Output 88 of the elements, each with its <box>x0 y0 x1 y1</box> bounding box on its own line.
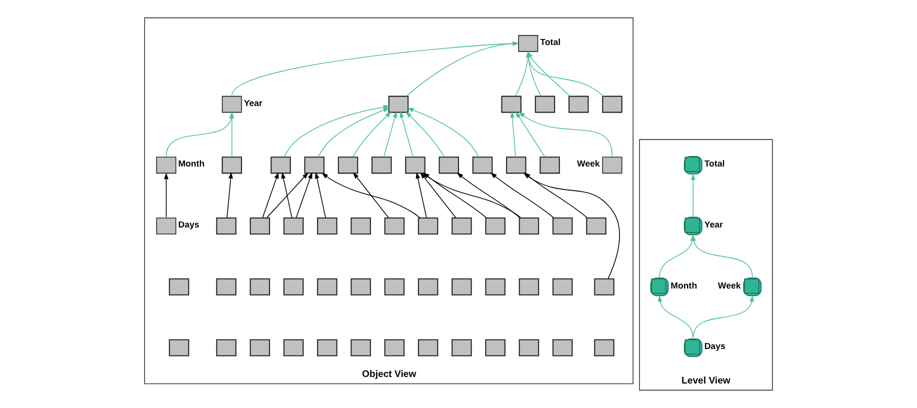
arrow <box>296 172 312 218</box>
node-box <box>283 218 304 235</box>
arrow <box>690 174 696 217</box>
node-box <box>518 218 540 235</box>
node-box <box>283 278 304 296</box>
arrow <box>262 172 279 218</box>
node-box <box>452 339 472 356</box>
node-label: Month <box>670 280 698 290</box>
arrow <box>407 108 480 158</box>
arrow <box>266 172 308 218</box>
node-box <box>452 278 472 296</box>
node-box <box>250 218 270 235</box>
node-label: Week <box>718 280 741 290</box>
arrow <box>226 172 233 218</box>
arrow <box>281 172 292 218</box>
node-label: Total <box>704 158 725 169</box>
arrow <box>352 112 392 158</box>
node-box <box>317 339 338 356</box>
arrow <box>400 111 414 158</box>
node-box <box>222 156 242 174</box>
node-box <box>338 156 358 174</box>
node-label: Total <box>540 36 561 47</box>
arrow <box>406 41 519 97</box>
arrow <box>416 172 427 218</box>
arrow <box>284 104 390 158</box>
node-box <box>540 156 560 174</box>
node-box <box>388 96 409 113</box>
node-label: Month <box>178 158 205 169</box>
node-box <box>586 218 606 235</box>
node-box <box>216 339 236 356</box>
arrow <box>322 172 420 218</box>
node-box <box>350 218 371 235</box>
node-box <box>552 218 573 235</box>
node-box <box>594 278 614 296</box>
arrow <box>510 111 516 158</box>
node-box <box>485 218 506 235</box>
node-box <box>168 278 190 296</box>
arrow <box>231 41 519 96</box>
node-box <box>216 218 236 235</box>
node-box <box>372 156 392 174</box>
arrow <box>318 108 390 158</box>
arrow <box>164 172 168 218</box>
node-box <box>472 156 493 174</box>
node-label: Days <box>704 341 726 352</box>
node-box <box>568 96 589 113</box>
arrow <box>314 172 326 218</box>
node-label: Days <box>178 219 200 230</box>
node-box <box>452 218 472 235</box>
node-box <box>418 278 438 296</box>
node-box <box>270 156 291 174</box>
arrow <box>658 295 694 339</box>
node-box <box>518 278 540 296</box>
node-label: Year <box>704 219 723 230</box>
node-box <box>501 96 522 113</box>
arrow <box>405 112 445 158</box>
node-box <box>602 96 622 113</box>
node-box <box>250 339 270 356</box>
node-box <box>438 156 460 174</box>
arrow <box>383 111 398 158</box>
node-box <box>485 278 506 296</box>
node-box <box>317 278 338 296</box>
node-box <box>250 278 270 296</box>
arrow <box>456 172 521 218</box>
arrow <box>518 112 613 157</box>
node-box <box>304 156 324 174</box>
node-box <box>216 278 236 296</box>
node-box <box>552 278 573 296</box>
node-box <box>518 339 540 356</box>
node-box <box>283 339 304 356</box>
node-box <box>418 218 438 235</box>
node-box <box>317 218 338 235</box>
node-box <box>384 278 405 296</box>
arrow <box>515 111 546 158</box>
node-label: Year <box>244 98 262 108</box>
node-box <box>384 339 405 356</box>
node-box <box>384 218 405 235</box>
node-box <box>168 339 190 356</box>
node-box <box>350 339 371 356</box>
arrow <box>353 172 390 218</box>
node-box <box>405 156 426 174</box>
node-box <box>534 96 556 113</box>
node-box <box>594 339 614 356</box>
node-box <box>418 339 438 356</box>
node-box <box>506 156 526 174</box>
node-label: Week <box>577 158 600 169</box>
node-box <box>350 278 371 296</box>
node-box <box>552 339 573 356</box>
node-box <box>485 339 506 356</box>
